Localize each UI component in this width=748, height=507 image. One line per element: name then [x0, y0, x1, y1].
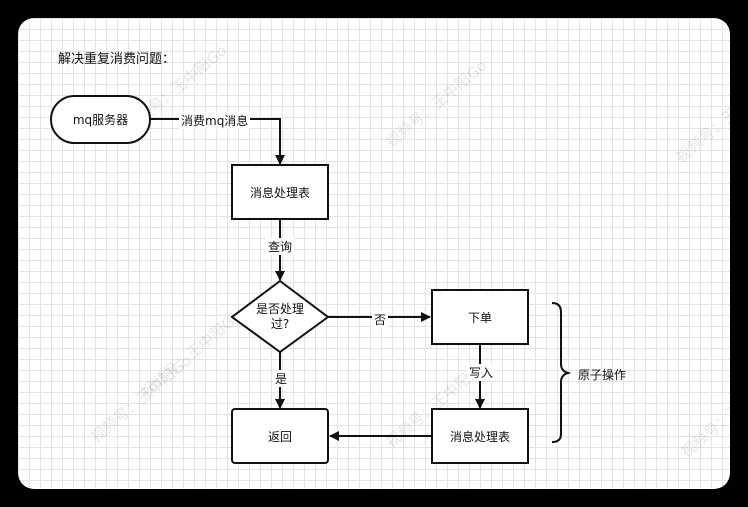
atomic-operation-label: 原子操作	[578, 368, 627, 382]
decision-label: 是否处理 过?	[240, 302, 320, 332]
message-table-node-bottom: 消息处理表	[431, 408, 529, 464]
diagram-title: 解决重复消费问题：	[58, 52, 176, 67]
decision-diamond	[230, 279, 330, 354]
order-label: 下单	[467, 310, 492, 325]
order-node: 下单	[431, 289, 529, 345]
decision-line-2: 过?	[270, 317, 290, 331]
connectors	[150, 118, 572, 443]
decision-line-1: 是否处理	[255, 302, 304, 316]
mq-server-node: mq服务器	[50, 95, 151, 144]
diagram-canvas: 视频号：王中阳Go 视频号：王中阳Go 视频号：王中阳Go 视频号：王中阳Go …	[18, 18, 730, 489]
return-label: 返回	[267, 429, 292, 444]
message-table-label-bottom: 消息处理表	[449, 429, 510, 444]
mq-server-label: mq服务器	[72, 113, 129, 127]
edge-label-consume: 消费mq消息	[179, 112, 251, 129]
edge-label-no: 否	[372, 311, 389, 328]
message-table-label-top: 消息处理表	[249, 185, 310, 200]
edge-label-query: 查询	[266, 238, 295, 255]
edge-label-write: 写入	[467, 364, 496, 381]
atomic-brace	[551, 302, 572, 443]
message-table-node-top: 消息处理表	[231, 164, 329, 220]
edge-label-yes: 是	[273, 370, 290, 387]
return-node: 返回	[231, 408, 329, 464]
